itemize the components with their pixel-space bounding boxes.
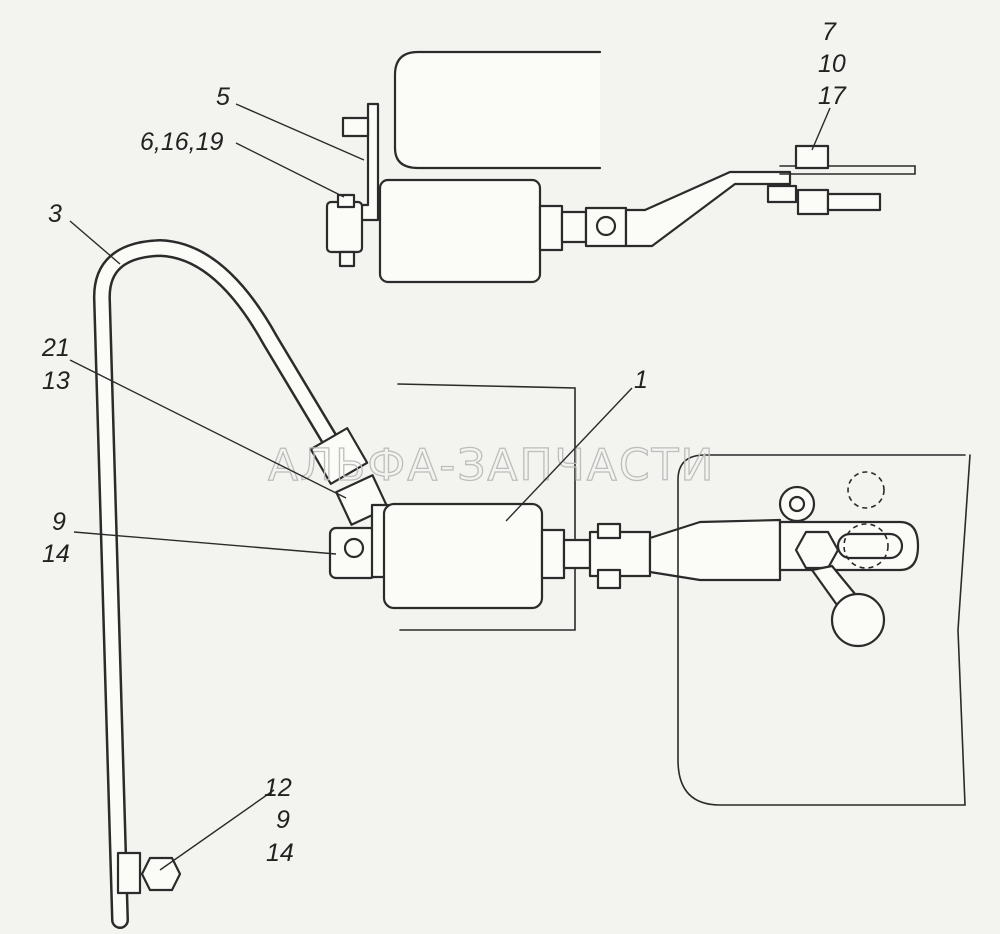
pipe-outer <box>92 239 339 929</box>
callout-5: 5 <box>216 83 230 111</box>
top-linkage-bolt <box>794 144 830 170</box>
leader-3 <box>69 220 121 265</box>
alt-lever-position <box>843 523 889 569</box>
housing-outline <box>677 454 971 806</box>
top-end-fitting <box>325 200 364 254</box>
alt-pivot-position <box>847 471 885 509</box>
rod-clevis <box>588 530 652 578</box>
main-tank-outline <box>397 383 576 631</box>
callout-6-16-19: 6,16,19 <box>140 128 224 156</box>
top-linkage-block-left <box>766 184 798 204</box>
top-view <box>325 50 916 284</box>
callout-17: 17 <box>818 82 847 110</box>
top-nut-lower <box>338 250 356 268</box>
callout-7: 7 <box>822 18 837 46</box>
upper-fitting <box>309 427 369 485</box>
watermark: АЛЬФА-ЗАПЧАСТИ <box>268 440 715 491</box>
top-rod <box>560 210 588 244</box>
leader-9-14 <box>73 531 337 555</box>
callout-1: 1 <box>634 366 648 394</box>
main-assembly <box>309 383 782 631</box>
cylinder-collar <box>540 528 566 580</box>
pipe-clamp <box>116 851 142 895</box>
clevis-nut-top <box>596 522 622 540</box>
top-bracket-bolt <box>341 116 370 138</box>
top-linkage-block-right <box>826 192 882 212</box>
leader-21-13 <box>69 359 347 499</box>
leader-1 <box>505 387 633 522</box>
callout-10: 10 <box>818 50 846 78</box>
callout-14: 14 <box>42 540 70 568</box>
leader-6-16-19 <box>235 142 345 198</box>
end-fitting-nut <box>343 537 365 559</box>
lever-slot <box>836 532 904 560</box>
lever-housing <box>677 454 971 806</box>
callout-21: 21 <box>41 334 70 362</box>
leader-5 <box>235 103 365 161</box>
cylinder-1 <box>382 502 544 610</box>
pipe-clamp-bolt <box>140 856 182 892</box>
callout-14-lower: 14 <box>266 839 294 867</box>
pivot-hole <box>788 495 806 513</box>
top-linkage-block <box>796 188 830 216</box>
top-lever <box>624 170 792 248</box>
leader-12-9-14 <box>159 789 275 871</box>
lever-ball <box>830 592 886 648</box>
top-rod-collar <box>538 204 564 252</box>
pipe <box>92 239 339 929</box>
piston-rod <box>562 538 592 570</box>
callout-9-lower: 9 <box>276 806 290 834</box>
top-linkage-plate <box>779 165 916 175</box>
top-cylinder <box>378 178 542 284</box>
leader-7-10-17 <box>811 107 831 151</box>
clevis-nut-bottom <box>596 568 622 590</box>
callout-12: 12 <box>264 774 292 802</box>
callout-9: 9 <box>52 508 66 536</box>
callout-3: 3 <box>48 200 62 228</box>
top-nut-upper <box>336 193 356 209</box>
leader-lines <box>69 103 831 871</box>
callout-13: 13 <box>42 367 70 395</box>
top-clevis-nut <box>595 215 617 237</box>
tapered-link <box>648 518 782 582</box>
lever-nut <box>794 530 840 570</box>
top-tank-outline <box>393 50 602 170</box>
callout-labels: 5 6,16,19 3 7 10 17 21 13 1 9 14 12 9 14 <box>41 18 847 867</box>
